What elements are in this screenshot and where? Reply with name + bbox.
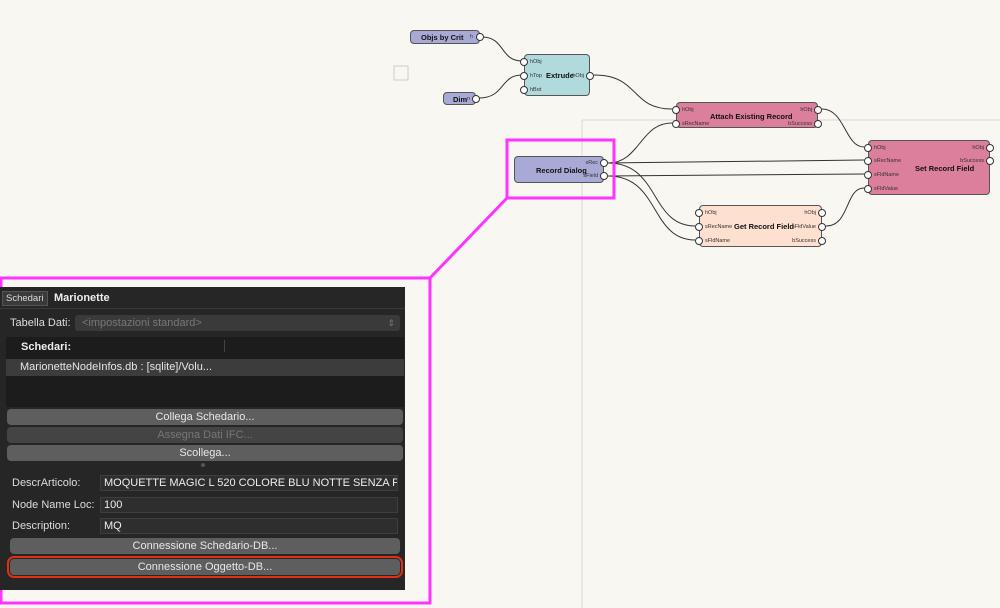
description-field[interactable]: MQ — [100, 518, 398, 534]
wire — [607, 173, 865, 177]
output-port[interactable] — [986, 144, 994, 152]
wire — [607, 175, 696, 241]
port-label: hObj — [705, 210, 717, 216]
panel-header: Schedari Marionette — [0, 287, 405, 309]
tooltip: Schedari — [2, 291, 48, 306]
connessione-oggetto-db-button[interactable]: Connessione Oggetto-DB... — [7, 556, 403, 578]
input-port[interactable] — [520, 72, 528, 80]
object-info-panel: Schedari Marionette Tabella Dati: <impos… — [0, 287, 405, 590]
port-label: sRecName — [874, 158, 902, 164]
wire — [607, 162, 696, 227]
port-label: sFldName — [705, 238, 731, 244]
node-set-record-field[interactable]: hObj sRecName sFldName sFldValue Set Rec… — [864, 140, 994, 195]
output-port[interactable] — [600, 159, 608, 167]
port-label: hObj — [972, 145, 984, 151]
node-title: Record Dialog — [536, 166, 587, 175]
node-attach-existing-record[interactable]: hObj sRecName Attach Existing Record hOb… — [672, 102, 822, 128]
input-port[interactable] — [864, 171, 872, 179]
output-port[interactable] — [818, 223, 826, 231]
wire — [821, 108, 865, 148]
schedari-list[interactable]: Schedari: MarionetteNodeInfos.db : [sqli… — [6, 337, 404, 407]
chevron-updown-icon: ⇕ — [387, 318, 395, 328]
collega-schedario-button[interactable]: Collega Schedario... — [7, 409, 403, 425]
output-port[interactable] — [472, 95, 480, 103]
node-title: Extrude — [546, 71, 574, 80]
port-label: bSuccess — [792, 238, 816, 244]
output-port[interactable] — [986, 157, 994, 165]
input-port[interactable] — [864, 157, 872, 165]
output-port[interactable] — [476, 33, 484, 41]
output-port[interactable] — [818, 209, 826, 217]
node-objs-by-crit[interactable]: Objs by Crit h — [410, 30, 484, 44]
highlight-box-node — [505, 138, 616, 200]
descr-articolo-field[interactable]: MOQUETTE MAGIC L 520 COLORE BLU NOTTE SE… — [100, 475, 398, 491]
port-label: sFldName — [874, 172, 900, 178]
schedari-column-header: Schedari: — [21, 341, 72, 353]
port-label: bSuccess — [960, 158, 984, 164]
node-dim[interactable]: Dim n — [443, 92, 480, 105]
input-port[interactable] — [695, 237, 703, 245]
input-port[interactable] — [695, 223, 703, 231]
selection-icon — [393, 65, 409, 81]
wire — [481, 36, 523, 62]
input-port[interactable] — [672, 106, 680, 114]
node-title: Get Record Field — [734, 222, 795, 231]
output-port[interactable] — [600, 172, 608, 180]
wire — [593, 74, 673, 110]
input-port[interactable] — [864, 185, 872, 193]
tabella-dati-label: Tabella Dati: — [10, 317, 71, 329]
tabella-dati-value: <impostazioni standard> — [82, 317, 202, 329]
input-port[interactable] — [520, 86, 528, 94]
port-label: sFldValue — [874, 186, 899, 192]
port-label: sRec — [585, 160, 598, 166]
node-title: Set Record Field — [915, 164, 975, 173]
node-title: Objs by Crit — [421, 33, 464, 42]
port-label: hObj — [800, 107, 812, 113]
port-label: sRecName — [705, 224, 733, 230]
port-label: hObj — [530, 59, 542, 65]
port-label: hTop — [530, 73, 542, 79]
port-label: h — [469, 34, 473, 40]
assegna-dati-ifc-button: Assegna Dati IFC... — [7, 427, 403, 443]
port-label: hObj — [874, 145, 886, 151]
node-title: Dim — [453, 95, 468, 104]
highlight-connector — [428, 196, 509, 280]
node-name-loc-label: Node Name Loc: — [12, 499, 95, 511]
port-label: hObj — [682, 107, 694, 113]
node-get-record-field[interactable]: hObj sRecName sFldName Get Record Field … — [695, 205, 826, 247]
wire — [478, 74, 523, 99]
node-record-dialog[interactable]: Record Dialog sRec sField — [514, 156, 608, 183]
port-label: hObj — [572, 73, 584, 79]
tabella-dati-select[interactable]: <impostazioni standard> ⇕ — [75, 315, 400, 331]
description-label: Description: — [12, 520, 71, 532]
wire — [825, 187, 865, 227]
port-label: n — [466, 96, 470, 102]
port-label: hObj — [804, 210, 816, 216]
input-port[interactable] — [672, 120, 680, 128]
panel-title: Marionette — [54, 292, 110, 304]
input-port[interactable] — [864, 144, 872, 152]
port-label: sRecName — [682, 121, 710, 127]
column-divider — [224, 340, 225, 352]
node-extrude[interactable]: hObj hTop hBot Extrude hObj — [520, 54, 594, 96]
list-item[interactable]: MarionetteNodeInfos.db : [sqlite]/Volu..… — [6, 359, 404, 376]
port-label: hBot — [530, 87, 542, 93]
connessione-schedario-db-button[interactable]: Connessione Schedario-DB... — [10, 538, 400, 554]
output-port[interactable] — [814, 120, 822, 128]
node-title: Attach Existing Record — [710, 112, 793, 121]
wire — [607, 122, 673, 164]
output-port[interactable] — [814, 106, 822, 114]
output-port[interactable] — [818, 237, 826, 245]
port-label: sField — [583, 173, 598, 179]
input-port[interactable] — [695, 209, 703, 217]
scollega-button[interactable]: Scollega... — [7, 445, 403, 461]
node-name-loc-field[interactable]: 100 — [100, 497, 398, 513]
input-port[interactable] — [520, 58, 528, 66]
output-port[interactable] — [586, 72, 594, 80]
port-label: bSuccess — [788, 121, 812, 127]
wire — [607, 159, 865, 164]
port-label: sFldValue — [791, 224, 816, 230]
descr-articolo-label: DescrArticolo: — [12, 477, 81, 489]
splitter-handle[interactable] — [201, 463, 205, 467]
